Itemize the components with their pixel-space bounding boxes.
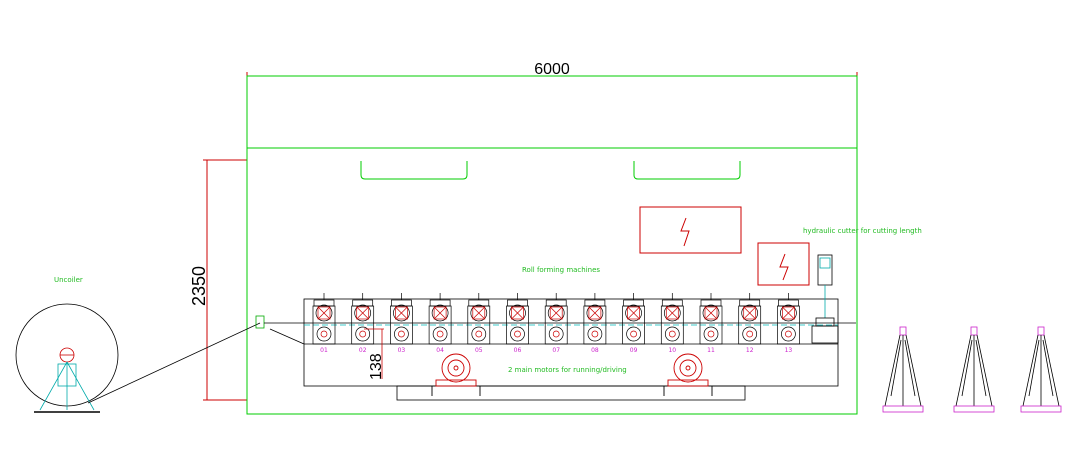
forming-station — [660, 293, 684, 345]
forming-station — [622, 293, 645, 345]
forming-station — [544, 293, 568, 345]
main-frame — [246, 147, 858, 415]
station-number: 10 — [668, 347, 676, 354]
roll-forming-label: Roll forming machines — [522, 266, 600, 274]
main-motors-label: 2 main motors for running/driving — [508, 366, 627, 374]
exit-table — [882, 326, 924, 413]
forming-station — [467, 293, 491, 345]
forming-station — [351, 293, 375, 345]
station-number: 09 — [630, 347, 638, 354]
overall-length-dimension — [246, 72, 858, 148]
forming-station — [738, 293, 762, 345]
station-number: 04 — [436, 347, 444, 354]
frame-notch-left — [360, 161, 468, 180]
overall-length-value: 6000 — [534, 61, 570, 78]
electrical-panel-large — [639, 206, 742, 254]
exit-table — [953, 326, 995, 413]
station-number: 03 — [398, 347, 406, 354]
lightning-bolt-icon — [779, 253, 789, 281]
exit-table — [1020, 326, 1062, 413]
exit-tables — [882, 326, 1062, 413]
overall-height-dimension — [203, 159, 247, 401]
pass-height-value: 138 — [368, 353, 385, 380]
forming-stations: 01 02 03 04 05 06 07 08 09 10 11 12 13 — [312, 293, 800, 354]
forming-station — [777, 293, 800, 345]
forming-station — [699, 293, 723, 345]
forming-station — [390, 293, 413, 345]
frame-notch-right — [633, 161, 741, 180]
station-number: 02 — [359, 347, 367, 354]
overall-height-value: 2350 — [189, 266, 209, 306]
station-number: 01 — [320, 347, 328, 354]
station-number: 05 — [475, 347, 483, 354]
uncoiler-label: Uncoiler — [54, 276, 83, 284]
station-number: 06 — [514, 347, 522, 354]
forming-station — [312, 293, 336, 345]
electrical-panel-small — [757, 242, 810, 286]
upper-frame — [246, 75, 858, 149]
main-motor-left — [431, 353, 481, 396]
station-number: 13 — [785, 347, 793, 354]
station-number: 08 — [591, 347, 599, 354]
station-number: 11 — [707, 347, 715, 354]
hydraulic-cutter-label: hydraulic cutter for cutting length — [803, 227, 922, 235]
uncoiler — [15, 303, 261, 413]
station-number: 07 — [552, 347, 560, 354]
pass-height-dimension — [364, 328, 384, 379]
hydraulic-cutter — [811, 254, 839, 344]
forming-station — [428, 293, 452, 345]
station-number: 12 — [746, 347, 754, 354]
main-motor-right — [663, 353, 713, 396]
forming-station — [583, 293, 607, 345]
forming-station — [506, 293, 529, 345]
lightning-bolt-icon — [680, 217, 690, 247]
